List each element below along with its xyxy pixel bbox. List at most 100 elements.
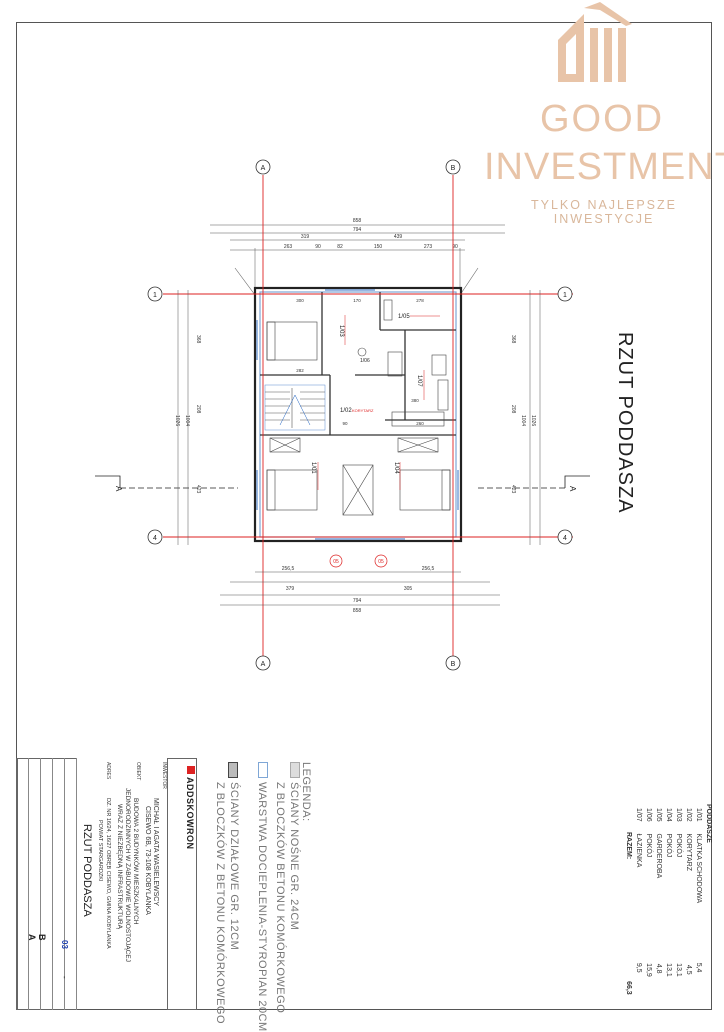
sheet-letter-a: A	[27, 934, 37, 941]
room-dim-260: 260	[416, 421, 424, 426]
dim-top-90b: 90	[452, 244, 458, 250]
dim-top-90a: 90	[315, 244, 321, 250]
room-dim-90: 90	[342, 421, 348, 426]
brand-mark-icon	[187, 766, 195, 774]
dim-left-1004: 1004	[184, 415, 190, 426]
section-label-right: A	[568, 486, 577, 492]
dim-top-273: 273	[424, 244, 433, 250]
dim-bottom-256b: 256,5	[422, 566, 435, 572]
outer-wall	[253, 286, 463, 543]
legend-swatch-bearing	[290, 762, 300, 778]
logo-mark-icon	[558, 2, 632, 82]
dim-bottom-379: 379	[286, 586, 295, 592]
window-mark-circle-2	[374, 554, 388, 568]
windows	[256, 289, 459, 540]
drawing-sheet-frame	[16, 22, 712, 1010]
dim-top-82: 82	[337, 244, 343, 250]
titleblock-grid-lines	[17, 758, 77, 1010]
dim-bottom-794: 794	[353, 598, 362, 604]
top-dimension-lines	[210, 224, 505, 290]
legend-line-5: Z BLOCZKÓW Z BETONU KOMÓRKOWEGO	[214, 782, 226, 1025]
room-row-id: 1/07	[635, 808, 642, 822]
room-row-3: 1/03 POKÓJ 13,1	[675, 808, 682, 977]
window-mark-circle-1	[329, 554, 343, 568]
room-row-name: KLATKA SCHODOWA	[695, 833, 702, 903]
room-row-name: POKÓJ	[675, 833, 682, 858]
room-row-name: POKÓJ	[665, 833, 672, 858]
sheet-letter-b: B	[37, 934, 47, 941]
room-row-name: ŁAZIENKA	[635, 833, 642, 867]
rooms-total-value: 66,3	[625, 981, 632, 995]
axis-b-top: B	[451, 165, 456, 172]
dim-right-1004: 1004	[520, 415, 526, 426]
internal-walls	[260, 292, 456, 436]
room-label-1-02: 1/02	[340, 408, 352, 414]
room-row-4: 1/04 POKÓJ 13,1	[665, 808, 672, 977]
room-row-name: KORYTARZ	[685, 833, 692, 871]
axis-1-right: 1	[563, 292, 567, 299]
rooms-table: PODDASZE 1/01 KLATKA SCHODOWA 5,4 1/02 K…	[540, 800, 724, 1000]
logo-word-investment: INVESTMENT	[484, 146, 724, 188]
room-row-area: 5,4	[695, 962, 702, 973]
room-row-5: 1/05 GARDEROBA 4,8	[655, 808, 662, 974]
room-row-area: 13,1	[665, 963, 672, 977]
legend-swatch-partition	[228, 762, 238, 778]
room-label-1-03: 1/03	[338, 325, 344, 337]
object-line-1: BUDOWA 2 BUDYNKÓW MIESZKALNYCH	[132, 798, 139, 925]
axis-4-right: 4	[563, 535, 567, 542]
room-row-1: 1/01 KLATKA SCHODOWA 5,4	[695, 808, 702, 972]
insulation-layer	[259, 291, 457, 538]
room-row-area: 4,5	[685, 964, 692, 975]
room-label-1-04: 1/04	[393, 462, 399, 474]
red-annotations	[317, 315, 440, 490]
logo: GOOD INVESTMENT TYLKO NAJLEPSZE INWESTYC…	[480, 0, 724, 226]
dim-right-208: 208	[510, 405, 516, 414]
bottom-dimension-lines	[220, 571, 500, 606]
dim-top-319: 319	[301, 234, 310, 240]
dim-top-overall: 858	[353, 218, 362, 224]
drawing-title: RZUT PODDASZA	[81, 824, 93, 917]
room-row-id: 1/02	[685, 808, 692, 822]
dim-right-423: 423	[510, 485, 516, 494]
axis-a-top: A	[261, 165, 266, 172]
dim-left-423: 423	[195, 485, 201, 494]
axis-lines	[163, 175, 573, 657]
room-dim-170: 170	[353, 298, 361, 303]
room-label-1-07: 1/07	[416, 375, 422, 387]
room-row-id: 1/04	[665, 808, 672, 822]
axis-bubbles	[147, 159, 573, 671]
axis-4-left: 4	[153, 535, 157, 542]
dim-left-208: 208	[195, 405, 201, 414]
roof-slope-lines	[234, 267, 479, 296]
stamp-dash: -	[60, 976, 69, 979]
dim-top-263: 263	[284, 244, 293, 250]
window-mark-1: 05	[333, 559, 339, 565]
room-row-id: 1/06	[645, 808, 652, 822]
room-label-1-05: 1/05	[398, 314, 410, 320]
plan-title: RZUT PODDASZA	[614, 332, 636, 514]
side-dimension-lines	[177, 290, 541, 545]
object-line-2: JEDNORODZINNYCH W ZABUDOWIE WOLNOSTOJĄCE…	[124, 788, 131, 962]
furniture	[266, 299, 451, 516]
legend-line-1: ŚCIANY NOŚNE GR. 24CM	[288, 782, 300, 931]
titleblock-brand-box	[167, 758, 197, 1010]
legend: LEGENDA: ŚCIANY NOŚNE GR. 24CM Z BLOCZKÓ…	[210, 760, 330, 1032]
legend-line-3: WARSTWA DOCIEPLENIA-STYROPIAN 20CM	[256, 782, 268, 1032]
legend-title: LEGENDA:	[300, 762, 312, 822]
section-marks	[95, 475, 590, 489]
window-mark-2: 05	[378, 559, 384, 565]
room-dim-282: 282	[296, 368, 304, 373]
room-label-1-06: 1/06	[360, 358, 370, 364]
room-row-name: POKÓJ	[645, 833, 652, 858]
dim-left-1026: 1026	[174, 415, 180, 426]
rooms-total-label: RAZEM:	[625, 831, 632, 860]
legend-line-2: Z BLOCZKÓW BETONU KOMÓRKOWEGO	[274, 782, 286, 1014]
dim-right-368: 368	[510, 335, 516, 344]
dim-left-368: 368	[195, 335, 201, 344]
dim-bottom-256a: 256,5	[282, 566, 295, 572]
room-dim-380: 380	[411, 398, 419, 403]
room-row-7: 1/07 ŁAZIENKA 9,5	[635, 808, 642, 973]
room-row-area: 9,5	[635, 962, 642, 973]
object-line-3: WRAZ Z NIEZBĘDNĄ INFRASTRUKTURĄ	[116, 804, 123, 929]
